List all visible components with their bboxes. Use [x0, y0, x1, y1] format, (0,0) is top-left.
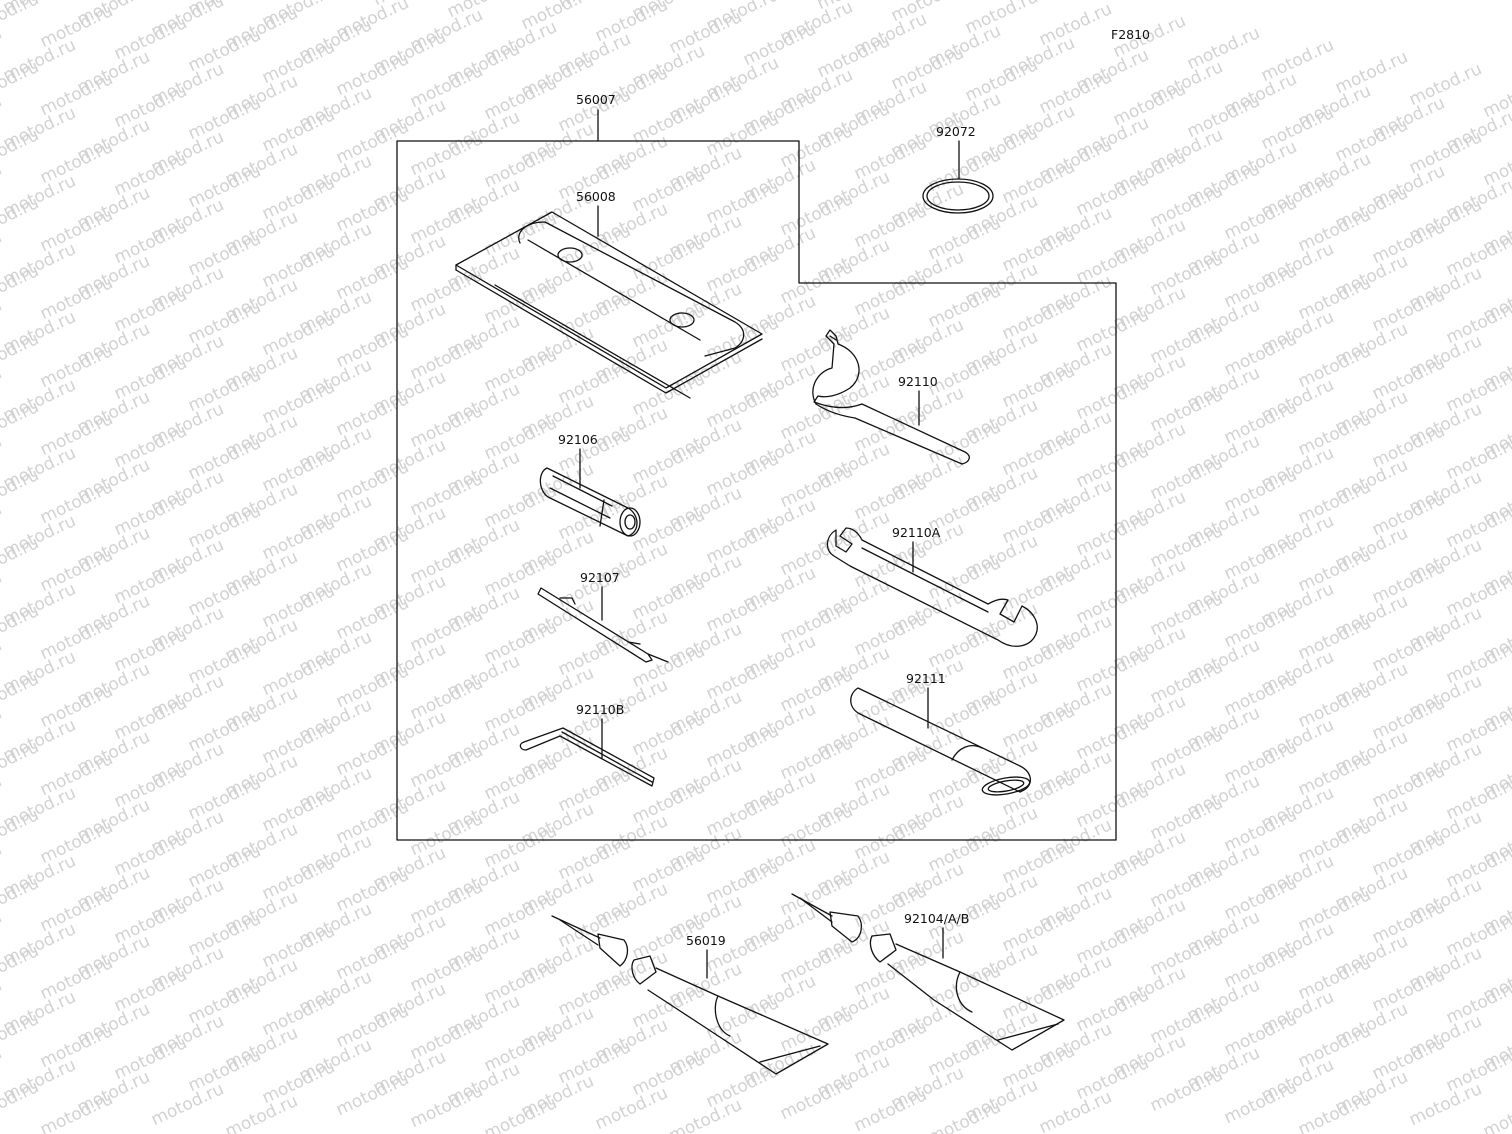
- o-ring-92072-inner: [926, 181, 990, 211]
- o-ring-92072-outer: [922, 178, 994, 214]
- open-end-wrench-92110A[interactable]: [826, 527, 1038, 647]
- label-56019[interactable]: 56019: [686, 933, 726, 948]
- label-92110A[interactable]: 92110A: [892, 525, 941, 540]
- grease-tube-92104[interactable]: [791, 893, 1065, 1051]
- handle-tube-92111[interactable]: [850, 687, 1031, 798]
- label-92110B[interactable]: 92110B: [576, 702, 624, 717]
- grease-tube-56019[interactable]: [551, 915, 829, 1075]
- label-92110[interactable]: 92110: [898, 374, 938, 389]
- screwdriver-bit-92107[interactable]: [537, 587, 669, 663]
- label-56008[interactable]: 56008: [576, 189, 616, 204]
- label-56007[interactable]: 56007: [576, 92, 616, 107]
- hook-spanner-92110[interactable]: [812, 329, 970, 465]
- label-92072[interactable]: 92072: [936, 124, 976, 139]
- label-92106[interactable]: 92106: [558, 432, 598, 447]
- figure-code: F2810: [1111, 27, 1150, 42]
- label-92107[interactable]: 92107: [580, 570, 620, 585]
- label-92111[interactable]: 92111: [906, 671, 946, 686]
- label-92104[interactable]: 92104/A/B: [904, 911, 969, 926]
- tool-bag-56008[interactable]: [455, 211, 763, 399]
- driver-grip-92106[interactable]: [539, 467, 641, 537]
- hex-key-92110B[interactable]: [519, 727, 655, 787]
- tool-kit-outline: [396, 140, 1117, 841]
